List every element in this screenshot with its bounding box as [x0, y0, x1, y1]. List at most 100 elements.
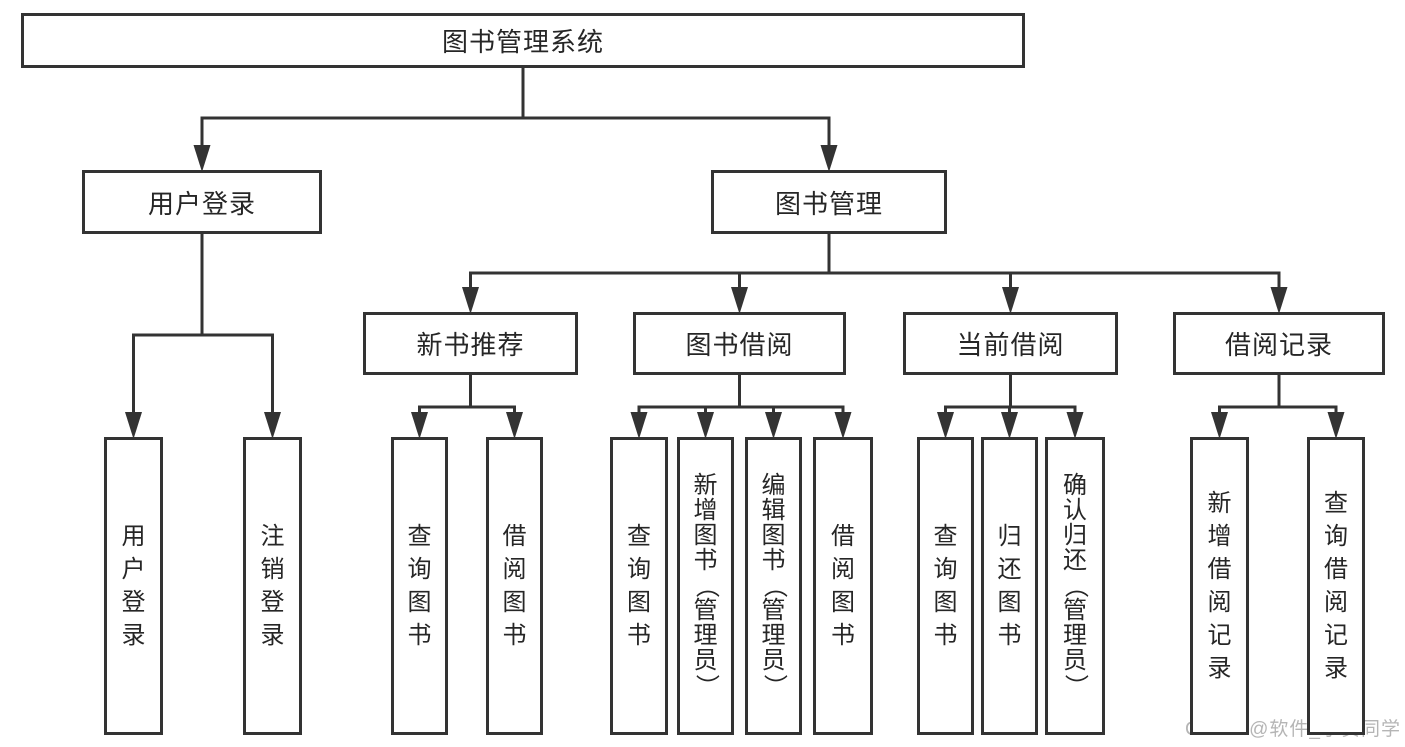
node-label-char: 员 — [1063, 647, 1087, 674]
node-label-char: 记 — [1324, 621, 1348, 649]
node-label-char: （ — [1062, 574, 1089, 598]
arrowhead-icon — [1211, 412, 1228, 439]
node-book-management: 图书管理 — [711, 170, 947, 234]
node-label-char: 员 — [693, 647, 718, 674]
node-borrow-books-2: 借阅图书 — [813, 437, 873, 735]
node-label-char: 书 — [761, 547, 786, 574]
node-return-books: 归还图书 — [981, 437, 1038, 735]
node-label-char: 图 — [502, 588, 527, 616]
node-query-books-3: 查询图书 — [917, 437, 974, 735]
arrowhead-icon — [125, 412, 142, 439]
arrowhead-icon — [1270, 287, 1288, 314]
node-label-char: （ — [692, 574, 720, 598]
node-label-char: 还 — [1063, 547, 1087, 574]
arrowhead-icon — [411, 412, 428, 439]
node-label-char: 借 — [502, 522, 527, 550]
node-label-char: 户 — [121, 555, 146, 583]
node-label-char: 增 — [693, 497, 718, 524]
node-library-management-system: 图书管理系统 — [21, 13, 1025, 68]
node-label-char: 用 — [121, 522, 146, 550]
node-label-char: 管 — [761, 597, 786, 624]
node-label-char: 图 — [627, 588, 651, 616]
arrowhead-icon — [264, 412, 281, 439]
arrowhead-icon — [1327, 412, 1345, 439]
node-label-char: 记 — [1207, 621, 1232, 649]
node-label-char: 理 — [1063, 622, 1087, 649]
node-label-char: 新 — [1207, 489, 1232, 517]
arrowhead-icon — [937, 412, 954, 439]
node-label-char: 录 — [121, 621, 146, 649]
arrowhead-icon — [697, 412, 714, 439]
node-label-char: ） — [760, 674, 788, 698]
node-label-char: 图 — [761, 522, 786, 549]
node-label-char: 阅 — [1207, 588, 1232, 616]
node-query-books-1: 查询图书 — [391, 437, 448, 735]
node-label-char: 查 — [627, 522, 651, 550]
node-label-char: 认 — [1063, 497, 1087, 524]
arrowhead-icon — [731, 287, 748, 314]
arrowhead-icon — [1001, 412, 1018, 439]
node-current-borrowing: 当前借阅 — [903, 312, 1118, 375]
arrowhead-icon — [1002, 287, 1019, 314]
arrowhead-icon — [820, 145, 838, 172]
node-label-char: 新 — [693, 472, 718, 499]
node-label-char: 登 — [260, 588, 285, 616]
arrowhead-icon — [1066, 412, 1084, 439]
node-label-char: ） — [1062, 674, 1089, 698]
node-label-char: 阅 — [1324, 588, 1348, 616]
node-label-char: 查 — [933, 522, 958, 550]
node-label-char: 员 — [761, 647, 786, 674]
arrowhead-icon — [630, 412, 648, 439]
node-book-borrowing: 图书借阅 — [633, 312, 846, 375]
node-label-char: 理 — [693, 622, 718, 649]
node-label-char: 管 — [1063, 597, 1087, 624]
node-label-char: 销 — [260, 555, 285, 583]
node-label-char: 录 — [260, 621, 285, 649]
node-label-char: ） — [692, 674, 720, 698]
node-label-char: 注 — [260, 522, 285, 550]
node-confirm-return-admin: 确认归还（管理员） — [1045, 437, 1105, 735]
arrowhead-icon — [193, 145, 211, 172]
node-add-borrow-record: 新增借阅记录 — [1190, 437, 1249, 735]
node-label-char: 询 — [627, 555, 651, 583]
node-label-char: 归 — [1063, 522, 1087, 549]
node-user-login: 用户登录 — [82, 170, 322, 234]
node-label-char: 图 — [831, 588, 855, 616]
node-label-char: 确 — [1063, 472, 1087, 499]
node-label-char: 归 — [997, 522, 1022, 550]
node-label-char: 阅 — [502, 555, 527, 583]
node-label-char: 图 — [407, 588, 432, 616]
node-user-login-leaf: 用户登录 — [104, 437, 163, 735]
node-label-char: 书 — [933, 621, 958, 649]
node-label-char: 管 — [693, 597, 718, 624]
node-label-char: 阅 — [831, 555, 855, 583]
node-label-char: 还 — [997, 555, 1022, 583]
node-label-char: 书 — [407, 621, 432, 649]
node-label-char: 增 — [1207, 522, 1232, 550]
arrowhead-icon — [765, 412, 782, 439]
node-query-books-2: 查询图书 — [610, 437, 668, 735]
node-label-char: 书 — [502, 621, 527, 649]
node-label-char: 查 — [1324, 489, 1348, 517]
node-label-char: 询 — [1324, 522, 1348, 550]
node-label-char: 录 — [1324, 654, 1348, 682]
node-label-char: 书 — [831, 621, 855, 649]
node-label-char: 询 — [407, 555, 432, 583]
node-label-char: 询 — [933, 555, 958, 583]
node-borrow-books-1: 借阅图书 — [486, 437, 543, 735]
node-label-char: 辑 — [761, 497, 786, 524]
node-borrow-records: 借阅记录 — [1173, 312, 1385, 375]
arrowhead-icon — [834, 412, 852, 439]
node-label-char: 登 — [121, 588, 146, 616]
node-label-char: 借 — [1207, 555, 1232, 583]
node-label-char: 书 — [693, 547, 718, 574]
node-label-char: 查 — [407, 522, 432, 550]
node-label-char: 图 — [997, 588, 1022, 616]
node-label-char: 借 — [831, 522, 855, 550]
node-label-char: 书 — [627, 621, 651, 649]
node-label-char: 图 — [933, 588, 958, 616]
arrowhead-icon — [462, 287, 479, 314]
node-add-books-admin: 新增图书（管理员） — [677, 437, 734, 735]
